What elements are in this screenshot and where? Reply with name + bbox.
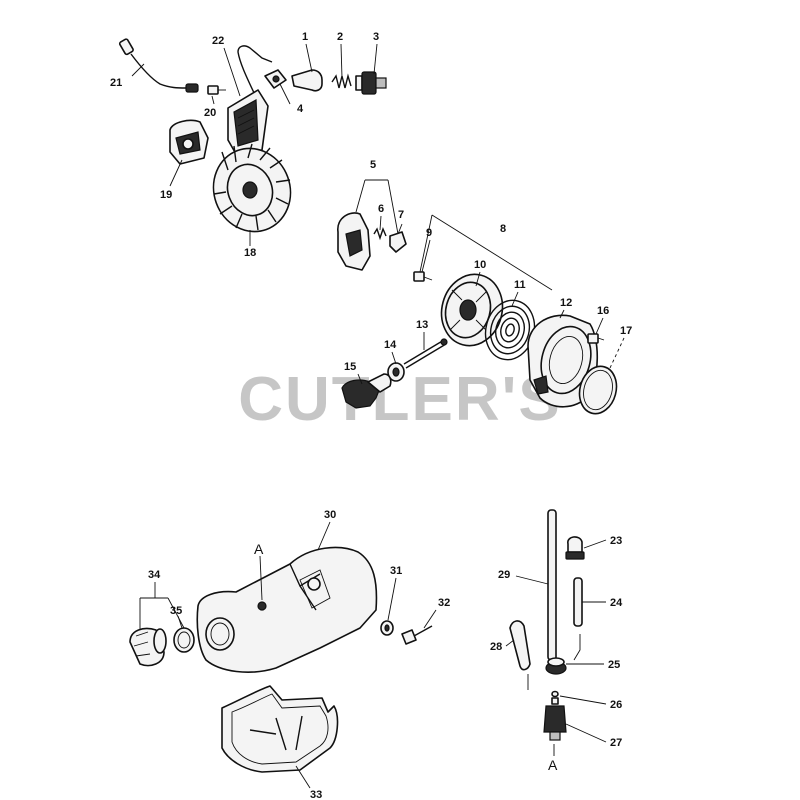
part-35-seal	[173, 627, 195, 653]
part-32-bolt	[401, 625, 433, 645]
part-34-fuel-cap	[129, 627, 167, 667]
label-part-14: 14	[384, 339, 397, 351]
part-3-spark-plug	[355, 71, 387, 95]
part-12-starter-housing	[527, 314, 599, 408]
label-part-6: 6	[378, 203, 384, 215]
part-26-small-ring	[551, 690, 559, 698]
part-28-elbow-line	[509, 620, 531, 671]
part-27-fuel-filter	[543, 697, 567, 741]
label-part-26: 26	[610, 699, 622, 711]
part-23-primer	[565, 536, 585, 560]
part-31-washer	[380, 620, 394, 636]
part-1-boot	[291, 69, 323, 92]
label-part-35: 35	[170, 605, 182, 617]
label-part-22: 22	[212, 35, 224, 47]
label-part-12: 12	[560, 297, 572, 309]
part-14-grommet	[387, 362, 405, 382]
part-24-return-line	[573, 577, 583, 627]
part-9-screw	[413, 271, 433, 282]
part-30-fuel-tank	[196, 546, 378, 673]
label-part-28: 28	[490, 641, 502, 653]
part-6-small-spring	[373, 227, 387, 241]
label-part-8: 8	[500, 223, 506, 235]
part-25-grommet	[545, 657, 567, 675]
label-part-2: 2	[337, 31, 343, 43]
label-part-30: 30	[324, 509, 336, 521]
part-5-pawl-housing	[337, 212, 371, 271]
part-15-handle	[341, 373, 392, 409]
label-part-16: 16	[597, 305, 609, 317]
part-33-tank-guard	[221, 685, 339, 773]
part-11-recoil-spring	[484, 299, 536, 361]
label-part-9: 9	[426, 227, 432, 239]
label-part-31: 31	[390, 565, 402, 577]
part-16-screw	[587, 333, 605, 344]
part-7-pawl	[389, 231, 407, 253]
part-10-pulley	[440, 273, 504, 347]
part-18-flywheel	[212, 143, 292, 233]
label-part-23: 23	[610, 535, 622, 547]
part-13-shaft	[403, 338, 448, 369]
label-part-20: 20	[204, 107, 216, 119]
marker-a-tank: A	[254, 541, 264, 557]
label-part-17: 17	[620, 325, 632, 337]
part-19-module	[169, 119, 209, 165]
marker-a-filter: A	[548, 757, 558, 773]
label-part-18: 18	[244, 247, 256, 259]
label-part-10: 10	[474, 259, 486, 271]
label-part-1: 1	[302, 31, 308, 43]
label-part-25: 25	[608, 659, 620, 671]
label-part-3: 3	[373, 31, 379, 43]
label-part-33: 33	[310, 789, 322, 800]
label-part-5: 5	[370, 159, 376, 171]
part-20-screw	[207, 85, 226, 95]
label-part-27: 27	[610, 737, 622, 749]
label-part-4: 4	[297, 103, 304, 115]
label-part-21: 21	[110, 77, 122, 89]
label-part-24: 24	[610, 597, 623, 609]
part-4-coupler	[264, 69, 287, 89]
label-part-34: 34	[148, 569, 161, 581]
part-29-fuel-line	[547, 509, 557, 661]
label-part-7: 7	[398, 209, 404, 221]
label-part-29: 29	[498, 569, 510, 581]
part-number-labels: 1 2 3 4 5 6 7 8 9 10 11 12 13 14 15 16 1…	[110, 31, 632, 800]
label-part-11: 11	[514, 279, 526, 291]
label-part-19: 19	[160, 189, 172, 201]
part-22-ignition-coil	[227, 45, 273, 155]
label-part-32: 32	[438, 597, 450, 609]
part-21-ignition-wire	[118, 38, 199, 93]
label-part-13: 13	[416, 319, 428, 331]
part-17-ring	[578, 365, 618, 415]
part-2-spring	[331, 73, 352, 89]
label-part-15: 15	[344, 361, 356, 373]
